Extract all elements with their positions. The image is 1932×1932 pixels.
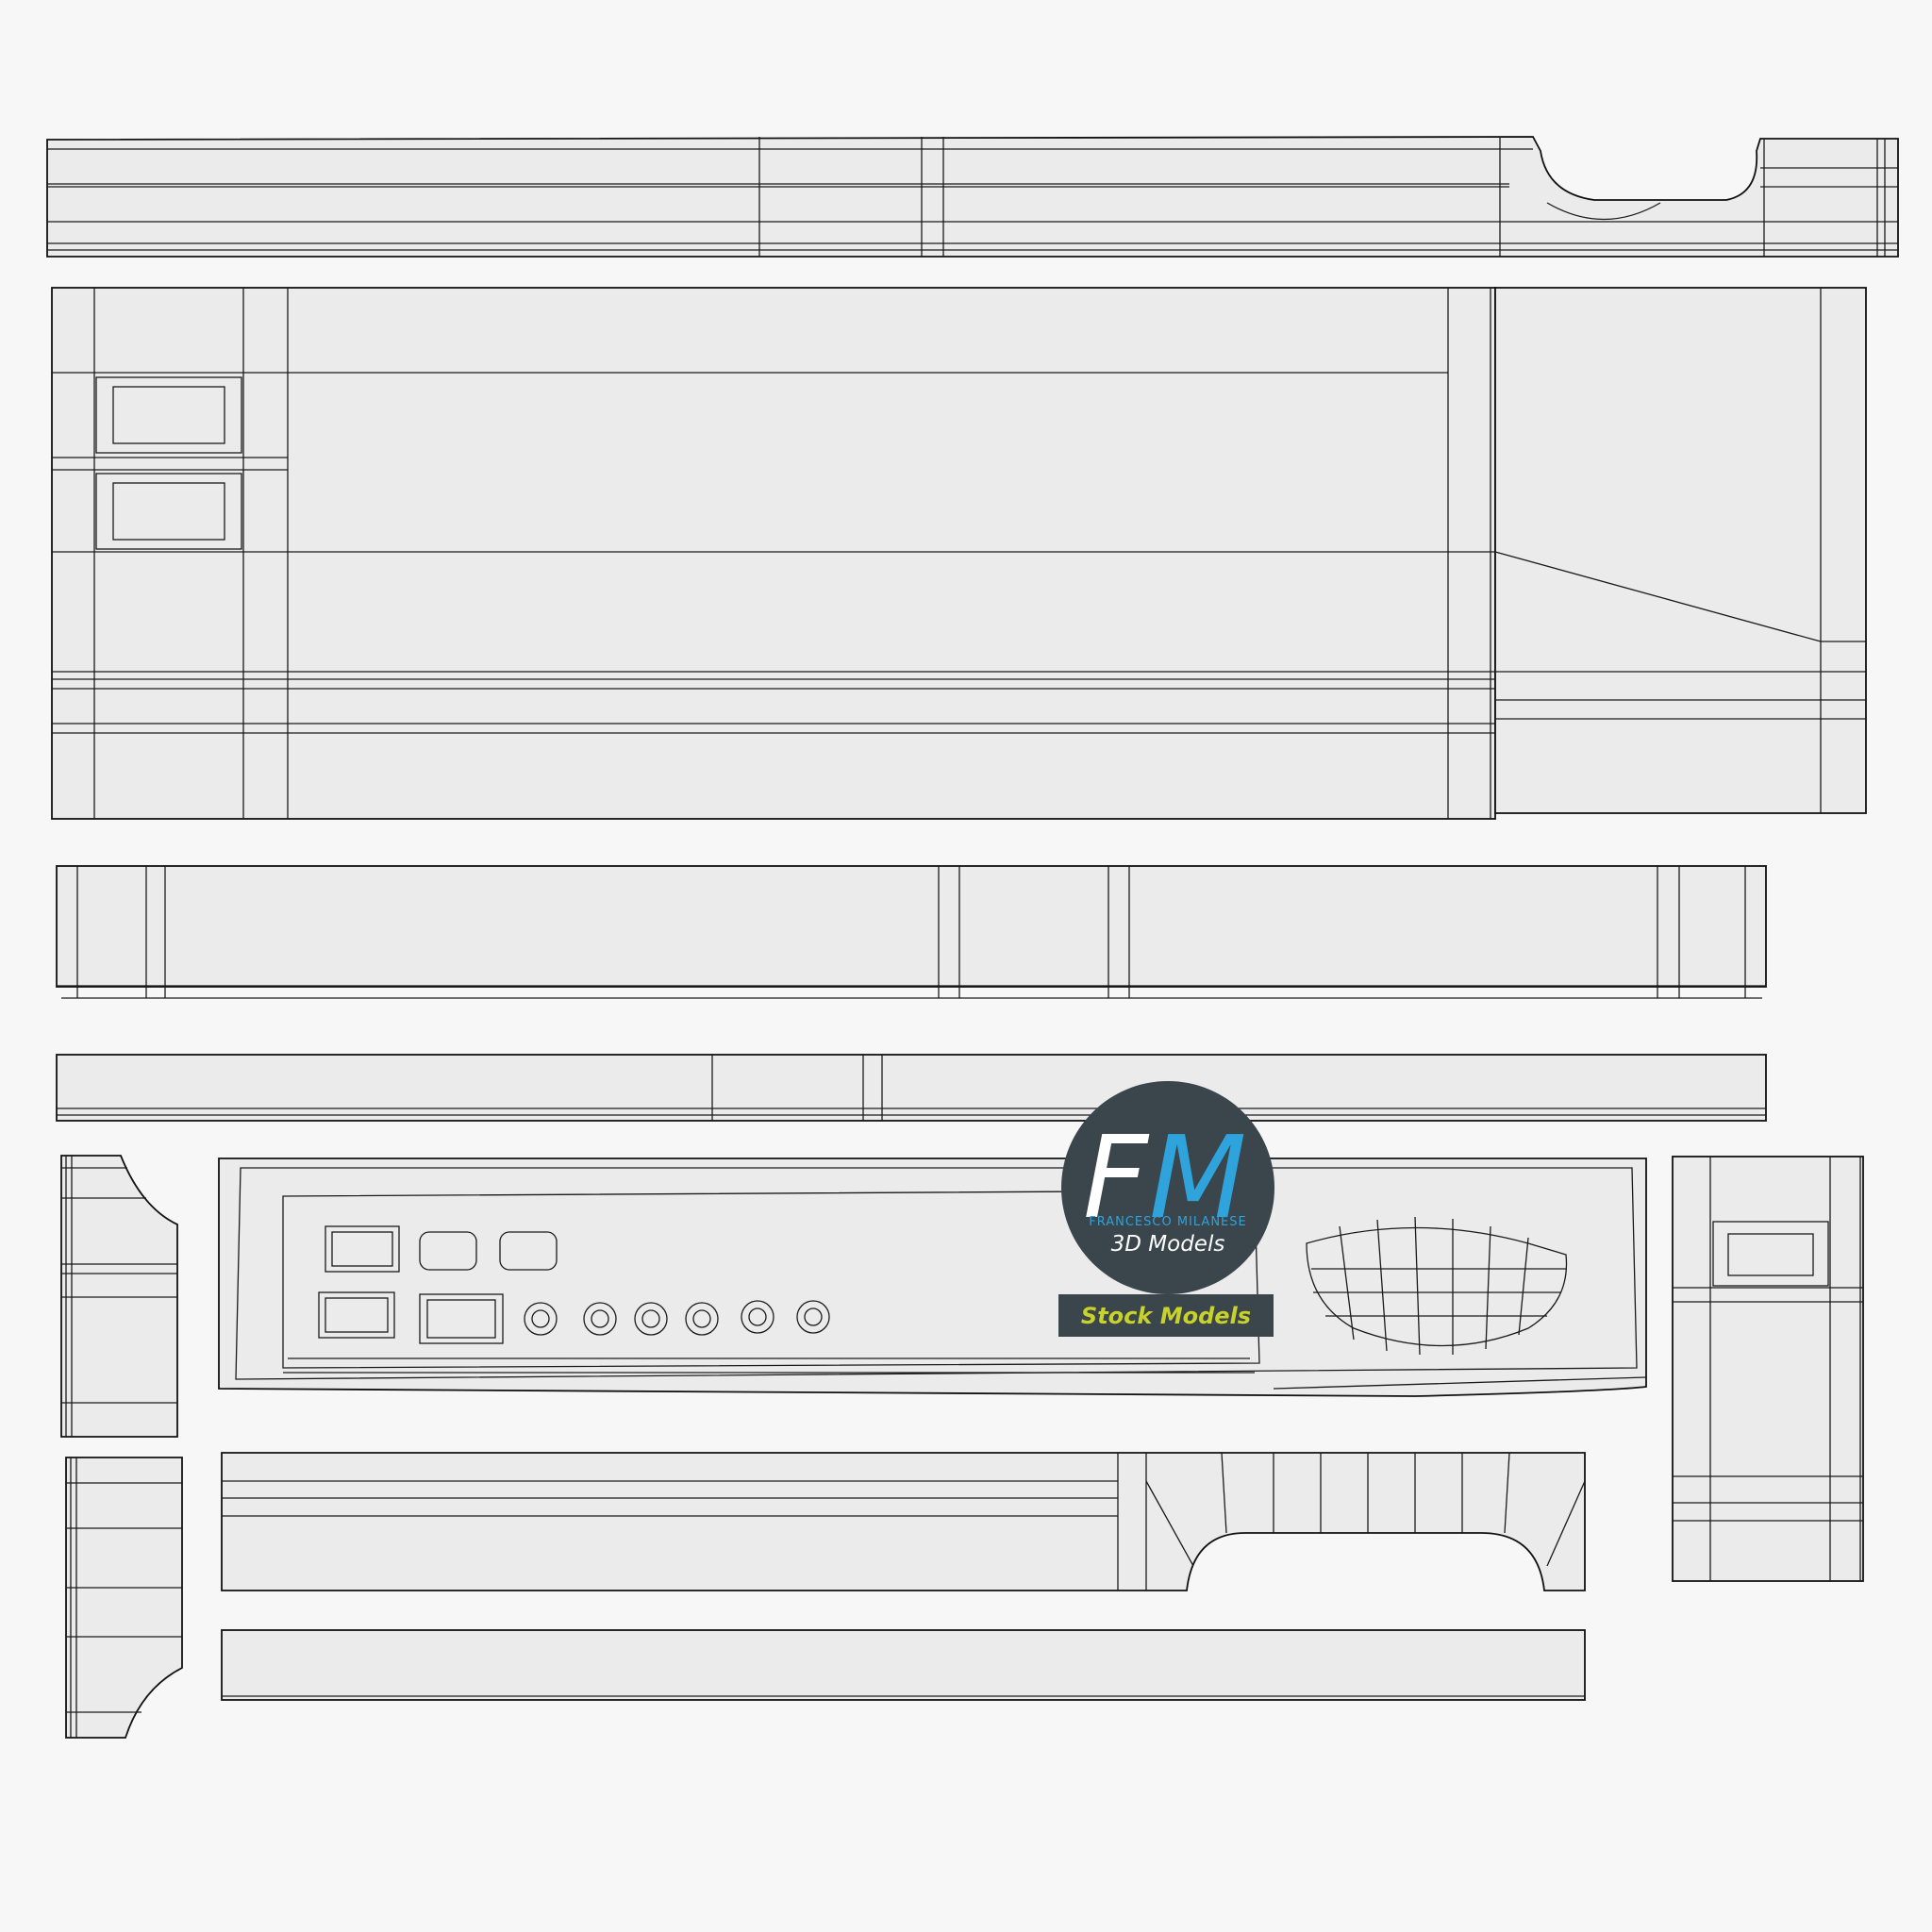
uv-island-top-strip <box>46 136 1899 258</box>
logo-name: FRANCESCO MILANESE <box>1089 1215 1246 1229</box>
uv-island-faceplate <box>218 1158 1647 1397</box>
uv-island-right-side <box>1672 1156 1864 1582</box>
uv-island-lower-strip <box>221 1452 1586 1591</box>
uv-island-bottom-strip <box>221 1629 1586 1701</box>
brand-logo: F M FRANCESCO MILANESE 3D Models Stock M… <box>1058 1081 1274 1337</box>
logo-badge-text: Stock Models <box>1081 1303 1251 1329</box>
uv-island-thin-strip <box>56 1054 1767 1122</box>
logo-monogram-m: M <box>1149 1113 1247 1244</box>
uv-island-mid-strip <box>56 865 1767 999</box>
uv-island-left-side-upper <box>60 1155 178 1438</box>
logo-badge <box>1058 1294 1274 1337</box>
uv-island-main-panel <box>51 287 1867 820</box>
uv-island-left-side-lower <box>65 1457 183 1739</box>
logo-monogram-f: F <box>1083 1113 1150 1244</box>
logo-disc <box>1061 1081 1274 1294</box>
logo-tagline: 3D Models <box>1111 1232 1225 1257</box>
